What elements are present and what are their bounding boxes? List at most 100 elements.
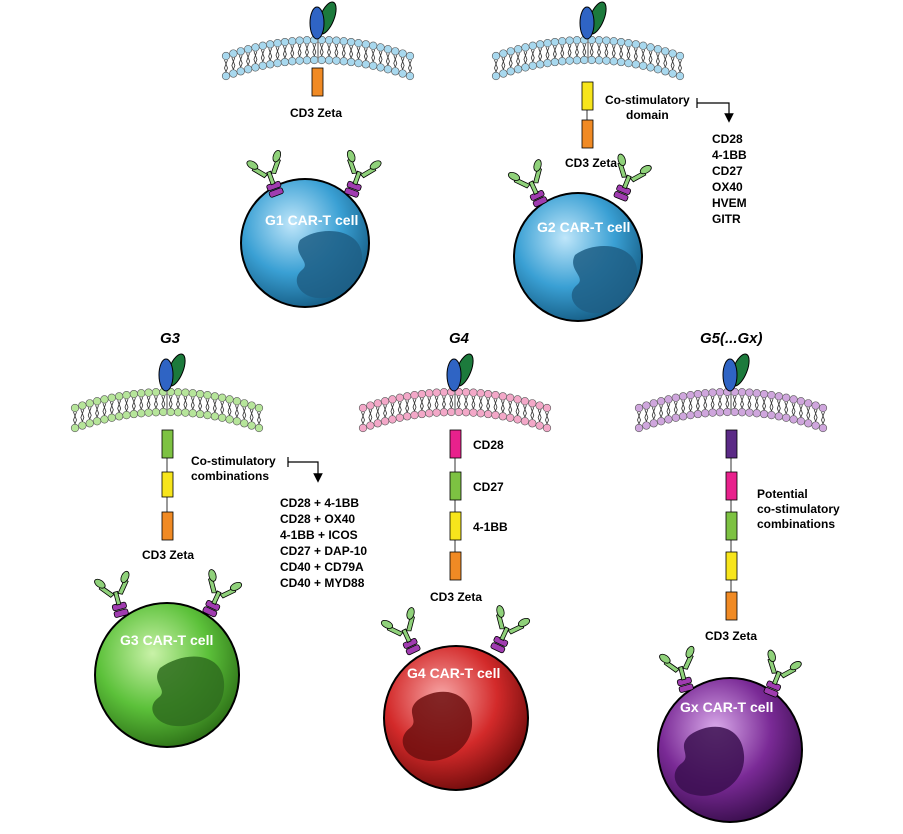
lipid-tail [412,398,415,412]
lipid-tail [784,401,787,414]
g3-costim-item: CD28 + OX40 [280,512,355,526]
lipid-tail [361,411,364,425]
lipid-head [203,390,212,400]
lipid-head [499,49,508,58]
lipid-tail [427,397,430,410]
lipid-tail [800,405,803,418]
lipid-head [115,392,124,401]
g5-receptor-right [763,649,802,698]
lipid-tail [232,57,236,70]
lipid-tail [494,59,497,73]
tcr-receptor [344,149,382,198]
lipid-head [210,392,219,401]
lipid-tail [458,395,461,409]
lipid-head [737,388,747,397]
tcr-receptor [613,153,652,202]
lipid-head [196,389,205,399]
lipid-tail [305,44,308,57]
lipid-head [661,67,670,76]
g5-domain-green [725,511,738,541]
lipid-tail [81,409,85,422]
lipid-head [232,417,242,426]
tcr-base [613,191,629,202]
g3-cell-label: G3 CAR-T cell [120,632,213,648]
g2-costim-domain [581,81,594,111]
g1-cd3-label: CD3 Zeta [290,106,342,120]
lipid-head [661,47,670,56]
tcr-tip [406,607,415,620]
lipid-head [258,41,267,50]
lipid-head [642,401,651,410]
lipid-tail [710,396,714,409]
lipid-head [391,67,400,76]
lipid-head [469,388,478,397]
lipid-tail [155,396,158,409]
g2-costim-title-line2: domain [626,108,669,122]
lipid-head [686,410,695,420]
g5-costim-note-line1: Potential [757,487,808,501]
g4-cd3-label: CD3 Zeta [430,590,482,604]
tcr-stem [211,590,222,605]
lipid-tail [199,397,203,411]
lipid-head [85,419,94,428]
lipid-head [251,43,260,52]
lipid-tail [517,403,520,416]
lipid-head [639,61,648,70]
g5-title: G5(...Gx) [700,330,763,347]
g3-costim-item: CD28 + 4-1BB [280,496,359,510]
lipid-tail [508,401,511,414]
g3-costim-domain-yellow [161,471,174,498]
lipid-head [254,403,264,413]
lipid-head [818,403,828,413]
lipid-head [506,393,515,402]
lipid-head [675,51,685,61]
lipid-head [671,393,680,402]
tcr-base [344,187,360,198]
lipid-tail [291,45,295,58]
lipid-tail [392,403,395,416]
lipid-head [78,421,87,430]
lipid-tail [243,407,247,420]
lipid-tail [663,55,666,68]
lipid-tail [697,397,700,411]
lipid-tail [205,398,208,412]
lipid-tail [277,46,280,60]
lipid-head [302,36,312,45]
lipid-tail [363,48,367,61]
lipid-head [774,392,783,401]
g5-costim-note-line3: combinations [757,517,835,531]
tcr-receptor [659,645,695,693]
tcr-stem [528,180,539,195]
lipid-head [550,37,559,47]
g3-costim-item: 4-1BB + ICOS [280,528,358,542]
lipid-head [196,409,205,419]
g2-membrane [491,35,685,81]
lipid-tail [234,405,238,418]
lipid-head [506,413,515,422]
g2-cell: G2 CAR-T cell [513,192,643,322]
lipid-tail [688,398,691,412]
lipid-tail [679,59,682,73]
lipid-head [642,421,651,430]
lipid-head [225,395,234,404]
lipid-tail [538,48,541,61]
tcr-stem [113,590,122,606]
tcr-tip [120,570,130,584]
lipid-head [782,393,791,402]
lipid-head [476,409,485,418]
lipid-tail [754,397,758,410]
lipid-head [536,60,545,69]
tcr-tip [229,581,243,591]
lipid-head [594,56,604,65]
lipid-tail [530,49,534,62]
lipid-tail [547,46,550,60]
g2-costim-title-line1: Co-stimulatory [605,93,690,107]
lipid-head [550,57,559,67]
lipid-tail [414,398,417,412]
lipid-head [609,37,618,46]
lipid-head [339,37,348,46]
lipid-tail [257,411,260,425]
tcr-receptor [380,607,421,656]
lipid-head [70,423,80,433]
tcr-tip [659,653,671,664]
